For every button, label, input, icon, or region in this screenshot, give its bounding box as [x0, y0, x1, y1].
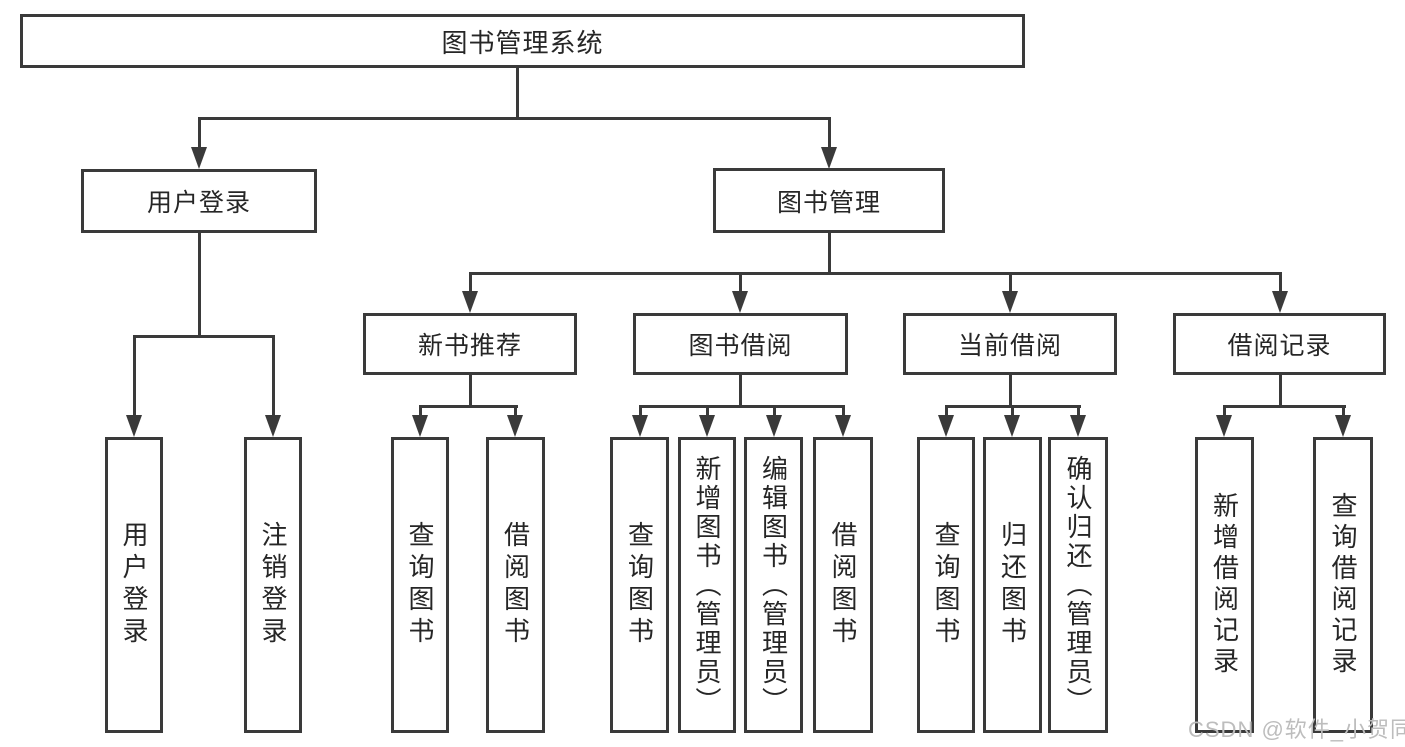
leaf-return-books: 归还图书	[983, 437, 1042, 733]
arrowhead-down	[191, 147, 207, 169]
leaf-query-books-recommend: 查询图书	[391, 437, 449, 733]
node-label: 图书借阅	[688, 332, 793, 360]
arrowhead-down	[462, 291, 478, 313]
connector-line	[469, 272, 472, 293]
connector-line	[1342, 405, 1345, 417]
node-label: 借阅图书	[828, 521, 858, 649]
connector-line	[133, 335, 136, 417]
connector-line	[706, 405, 709, 417]
connector-line	[828, 232, 831, 274]
connector-line	[1009, 272, 1012, 293]
connector-line	[419, 405, 518, 408]
connector-line	[1077, 405, 1080, 417]
arrowhead-down	[1070, 415, 1086, 437]
leaf-user-login: 用户登录	[105, 437, 163, 733]
node-label: 查询借阅记录	[1328, 492, 1358, 678]
connector-line	[133, 335, 275, 338]
leaf-confirm-return-admin: 确认归还（管理员）	[1048, 437, 1108, 733]
leaf-query-books-borrow: 查询图书	[610, 437, 669, 733]
arrowhead-down	[126, 415, 142, 437]
node-label: 用户登录	[146, 189, 251, 217]
node-label: 查询图书	[405, 521, 435, 649]
connector-line	[945, 405, 948, 417]
node-user-login: 用户登录	[81, 169, 317, 233]
connector-line	[469, 272, 1282, 275]
connector-line	[773, 405, 776, 417]
csdn-watermark: CSDN @软件_小贺同学	[1188, 717, 1405, 742]
arrowhead-down	[699, 415, 715, 437]
arrowhead-down	[732, 291, 748, 313]
node-borrowing-records: 借阅记录	[1173, 313, 1386, 375]
node-new-book-recommend: 新书推荐	[363, 313, 577, 375]
node-book-management: 图书管理	[713, 168, 945, 233]
connector-line	[514, 405, 517, 417]
connector-line	[516, 68, 519, 119]
node-label: 查询图书	[931, 521, 961, 649]
arrowhead-down	[938, 415, 954, 437]
node-label: 查询图书	[624, 521, 655, 649]
connector-line	[739, 374, 742, 408]
node-label: 归还图书	[997, 521, 1028, 649]
connector-line	[828, 117, 831, 149]
connector-line	[1279, 374, 1282, 408]
arrowhead-down	[1216, 415, 1232, 437]
connector-line	[1009, 374, 1012, 408]
connector-line	[419, 405, 422, 417]
leaf-borrow-books-recommend: 借阅图书	[486, 437, 545, 733]
node-label: 图书管理	[776, 188, 881, 217]
node-label: 用户登录	[119, 521, 149, 649]
node-label: 新增借阅记录	[1209, 492, 1240, 678]
connector-line	[198, 117, 201, 149]
node-label: 注销登录	[258, 521, 288, 649]
leaf-borrow-books: 借阅图书	[813, 437, 873, 733]
node-book-borrowing: 图书借阅	[633, 313, 848, 375]
node-label: 图书管理系统	[441, 27, 604, 58]
arrowhead-down	[1335, 415, 1351, 437]
connector-line	[639, 405, 642, 417]
connector-line	[739, 272, 742, 293]
node-current-borrowing: 当前借阅	[903, 313, 1117, 375]
node-library-management-system: 图书管理系统	[20, 14, 1025, 68]
leaf-query-borrow-record: 查询借阅记录	[1313, 437, 1373, 733]
node-label: 借阅记录	[1227, 332, 1332, 360]
node-label: 借阅图书	[500, 521, 531, 649]
leaf-add-borrow-record: 新增借阅记录	[1195, 437, 1254, 733]
arrowhead-down	[1272, 291, 1288, 313]
arrowhead-down	[821, 147, 837, 169]
node-label: 当前借阅	[957, 332, 1062, 360]
node-label: 新增图书（管理员）	[692, 454, 722, 716]
arrowhead-down	[835, 415, 851, 437]
leaf-add-books-admin: 新增图书（管理员）	[678, 437, 736, 733]
connector-line	[1279, 272, 1282, 293]
arrowhead-down	[1004, 415, 1020, 437]
leaf-logout: 注销登录	[244, 437, 302, 733]
connector-line	[198, 232, 201, 337]
connector-line	[198, 117, 831, 120]
connector-line	[1223, 405, 1346, 408]
connector-line	[469, 374, 472, 408]
arrowhead-down	[1002, 291, 1018, 313]
connector-line	[272, 335, 275, 417]
arrowhead-down	[412, 415, 428, 437]
node-label: 确认归还（管理员）	[1063, 454, 1093, 716]
arrowhead-down	[265, 415, 281, 437]
arrowhead-down	[766, 415, 782, 437]
node-label: 新书推荐	[417, 332, 522, 360]
leaf-query-books-current: 查询图书	[917, 437, 975, 733]
arrowhead-down	[507, 415, 523, 437]
connector-line	[1011, 405, 1014, 417]
connector-line	[639, 405, 845, 408]
arrowhead-down	[632, 415, 648, 437]
connector-line	[1223, 405, 1226, 417]
leaf-edit-books-admin: 编辑图书（管理员）	[744, 437, 803, 733]
node-label: 编辑图书（管理员）	[758, 454, 789, 716]
connector-line	[842, 405, 845, 417]
